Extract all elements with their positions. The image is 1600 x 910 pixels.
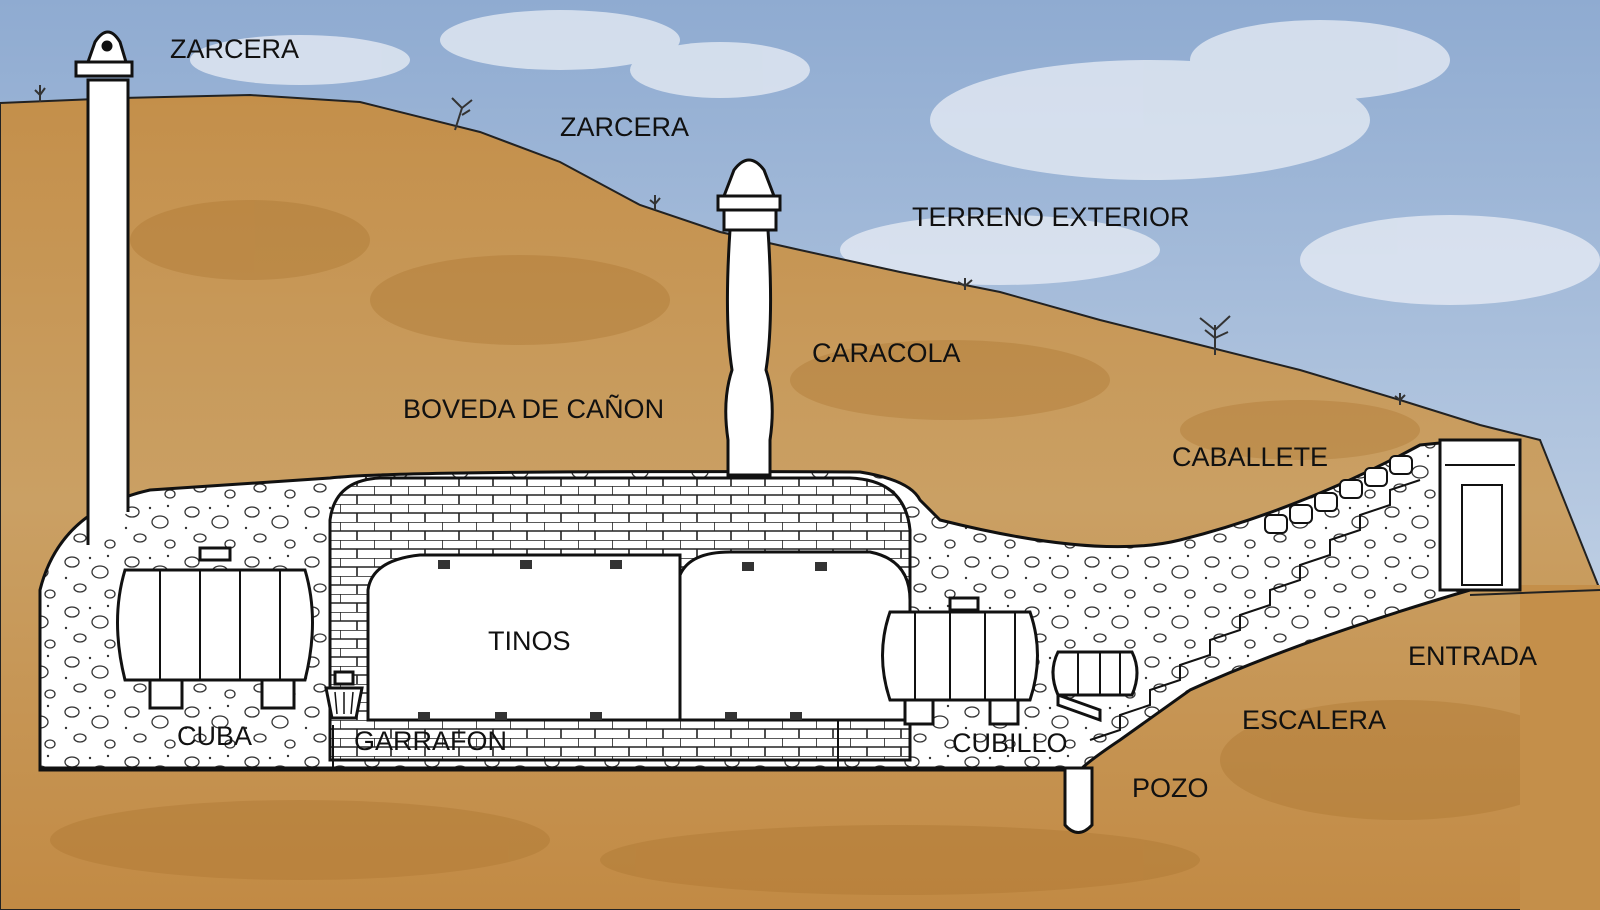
label-tinos: TINOS bbox=[488, 626, 571, 656]
garrafon-basket bbox=[324, 670, 364, 720]
earth-texture bbox=[50, 200, 1580, 895]
label-zarcera-2: ZARCERA bbox=[560, 112, 689, 142]
ground-right bbox=[1520, 585, 1600, 910]
cuba-barrel bbox=[116, 546, 314, 710]
label-entrada: ENTRADA bbox=[1408, 641, 1537, 671]
label-boveda: BOVEDA DE CAÑON bbox=[403, 393, 664, 424]
pozo-well bbox=[1063, 766, 1094, 834]
shrubs bbox=[34, 85, 1406, 405]
label-cubillo: CUBILLO bbox=[952, 728, 1068, 758]
caballete-stones bbox=[1264, 455, 1413, 534]
zarcera-chimney-left bbox=[74, 30, 134, 545]
label-escalera: ESCALERA bbox=[1242, 705, 1386, 735]
label-cuba: CUBA bbox=[177, 721, 252, 751]
label-garrafon: GARRAFON bbox=[354, 726, 507, 756]
tinos-vats bbox=[366, 550, 912, 722]
label-pozo: POZO bbox=[1132, 773, 1209, 803]
escalera-stairs bbox=[1089, 479, 1421, 741]
label-zarcera-1: ZARCERA bbox=[170, 34, 299, 64]
zarcera-chimney-center bbox=[716, 158, 782, 477]
barrel-right bbox=[881, 596, 1039, 726]
label-terreno-exterior: TERRENO EXTERIOR bbox=[912, 202, 1190, 232]
entrada-doorway bbox=[1438, 438, 1522, 592]
label-caracola: CARACOLA bbox=[812, 338, 961, 368]
label-caballete: CABALLETE bbox=[1172, 442, 1328, 472]
clouds bbox=[190, 10, 1600, 305]
cubillo-barrel bbox=[1051, 650, 1139, 723]
